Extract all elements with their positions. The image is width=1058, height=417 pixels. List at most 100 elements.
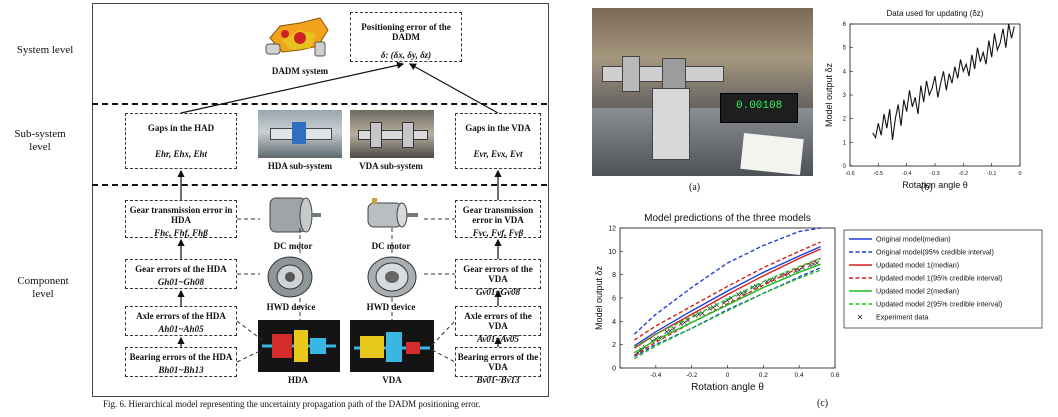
gaps-vda-box: Gaps in the VDA Evr, Evx, Evt bbox=[455, 113, 541, 169]
dc-motor-image-1 bbox=[269, 197, 321, 233]
photo-label: (a) bbox=[689, 182, 701, 193]
hda-subsystem-label: HDA sub-system bbox=[267, 161, 333, 171]
gear-tx-vda-box: Gear transmission error in VDA Fvc, Fvf,… bbox=[455, 200, 541, 238]
hwd-device-label-2: HWD device bbox=[366, 302, 416, 312]
figure-caption: Fig. 6. Hierarchical model representing … bbox=[103, 399, 481, 409]
chart-b-ytick-label: 4 bbox=[843, 69, 847, 75]
chart-c-ytick-label: 8 bbox=[612, 272, 616, 279]
chart-c-experiment-point bbox=[739, 291, 745, 296]
chart-c-series-line-4 bbox=[633, 241, 821, 341]
gear-hda-box: Gear errors of the HDA Gh01~Gh08 bbox=[125, 259, 237, 289]
chart-b-xtick-label: -0.3 bbox=[930, 171, 939, 177]
chart-c-experiment-point bbox=[743, 289, 748, 295]
dadm-system-image bbox=[265, 17, 329, 57]
chart-b-label: (b) bbox=[921, 182, 933, 193]
separator-subsystem bbox=[92, 184, 547, 186]
chart-c-legend-label: Updated model 2(95% credible interval) bbox=[876, 300, 1002, 309]
chart-c-xtick-label: 0.2 bbox=[759, 372, 768, 379]
chart-c-ytick-label: 2 bbox=[612, 342, 616, 349]
chart-c-experiment-point bbox=[678, 321, 684, 326]
gear-tx-vda-formula: Fvc, Fvf, Fvβ bbox=[472, 228, 524, 238]
vda-subsystem-photo bbox=[350, 110, 434, 158]
chart-c-plot-area bbox=[619, 227, 836, 369]
chart-c-experiment-point bbox=[793, 268, 798, 274]
chart-c-series-line-5 bbox=[633, 257, 821, 356]
chart-c-ytick-label: 10 bbox=[608, 249, 616, 256]
gear-tx-hda-box: Gear transmission error in HDA Fhc, Fhf,… bbox=[125, 200, 237, 238]
system-level-label: System level bbox=[16, 44, 74, 56]
gear-hda-title: Gear errors of the HDA bbox=[135, 264, 227, 274]
chart-c-ytick-label: 4 bbox=[612, 319, 616, 326]
chart-b-ylabel: Model output δz bbox=[824, 62, 834, 127]
bearing-hda-title: Bearing errors of the HDA bbox=[129, 352, 233, 362]
hwd-device-image-1 bbox=[267, 256, 313, 298]
chart-c-ytick-label: 0 bbox=[612, 366, 616, 373]
bearing-vda-formula: Bv01~Bv13 bbox=[476, 375, 520, 385]
chart-c-series-line-6 bbox=[633, 263, 821, 354]
chart-c-xtick-label: 0 bbox=[726, 372, 730, 379]
chart-c-legend-label: Updated model 2(median) bbox=[876, 287, 959, 296]
chart-b: Data used for updating (δz) -0.6 -0.5 -0.4 -… bbox=[824, 9, 1022, 190]
figure-frame bbox=[92, 3, 549, 397]
chart-c-legend bbox=[843, 229, 1043, 329]
chart-c-legend-label: Original model(95% credible interval) bbox=[876, 248, 994, 257]
dc-motor-label-1: DC motor bbox=[273, 241, 313, 251]
chart-c-series-line-8 bbox=[633, 269, 821, 360]
chart-b-ytick-label: 3 bbox=[843, 93, 847, 99]
gear-tx-vda-title: Gear transmission error in VDA bbox=[462, 205, 534, 225]
display-readout: 0.00108 bbox=[736, 100, 783, 112]
chart-c-legend-label: Updated model 1(median) bbox=[876, 261, 959, 270]
chart-c-legend-experiment-label: Experiment data bbox=[876, 313, 928, 322]
gear-tx-hda-title: Gear transmission error in HDA bbox=[129, 205, 233, 225]
chart-c-ytick-label: 6 bbox=[612, 296, 616, 303]
component-level-label: Component level bbox=[17, 275, 69, 300]
chart-c-legend-label: Updated model 1(95% credible interval) bbox=[876, 274, 1002, 283]
dc-motor-image-2 bbox=[367, 198, 418, 228]
gear-vda-title: Gear errors of the VDA bbox=[463, 264, 533, 284]
chart-c-title: Model predictions of the three models bbox=[644, 213, 811, 224]
chart-b-xtick-label: -0.5 bbox=[874, 171, 883, 177]
chart-c-experiment-point bbox=[671, 326, 676, 331]
chart-b-ytick-label: 0 bbox=[843, 164, 847, 170]
chart-c-series-line-3 bbox=[633, 248, 821, 349]
chart-b-xtick-label: -0.6 bbox=[845, 171, 854, 177]
chart-c-experiment-point bbox=[811, 261, 816, 267]
chart-c-series-line-0 bbox=[633, 246, 821, 347]
gaps-had-title: Gaps in the HAD bbox=[147, 123, 215, 133]
chart-b-xtick-label: -0.4 bbox=[902, 171, 911, 177]
gaps-had-box: Gaps in the HAD Ehr, Ehx, Eht bbox=[125, 113, 237, 169]
chart-b-xtick-label: -0.2 bbox=[959, 171, 968, 177]
axle-hda-title: Axle errors of the HDA bbox=[136, 311, 226, 321]
chart-b-title: Data used for updating (δz) bbox=[887, 9, 984, 18]
bearing-vda-title: Bearing errors of the VDA bbox=[457, 352, 539, 372]
chart-b-ytick-label: 5 bbox=[843, 46, 847, 52]
chart-c-series-line-2 bbox=[633, 267, 821, 357]
chart-c-series-line-1 bbox=[633, 227, 821, 335]
chart-c-ylabel: Model output δz bbox=[594, 265, 604, 330]
axle-hda-formula: Ah01~Ah05 bbox=[158, 324, 204, 334]
chart-b-ytick-label: 1 bbox=[843, 140, 847, 146]
vda-model-image bbox=[350, 320, 434, 372]
chart-c-xtick-label: -0.4 bbox=[650, 372, 662, 379]
chart-b-xtick-label: -0.1 bbox=[987, 171, 996, 177]
chart-c-series-line-7 bbox=[633, 257, 821, 348]
chart-b-series-line bbox=[872, 23, 1015, 141]
hwd-device-label-1: HWD device bbox=[266, 302, 316, 312]
chart-c-experiment-point bbox=[710, 305, 716, 310]
separator-system bbox=[92, 103, 547, 105]
chart-c-xtick-label: 0.6 bbox=[830, 372, 839, 379]
experiment-photo: 0.00108 bbox=[592, 8, 813, 176]
gear-hda-formula: Gh01~Gh08 bbox=[157, 277, 205, 287]
bearing-vda-box: Bearing errors of the VDA Bv01~Bv13 bbox=[455, 347, 541, 385]
chart-b-xlabel: Rotation angle θ bbox=[902, 180, 968, 190]
positioning-error-title: Positioning error of the DADM bbox=[361, 22, 451, 42]
hda-model-label: HDA bbox=[288, 375, 308, 385]
positioning-error-box: Positioning error of the DADM δ: (δx, δy… bbox=[350, 12, 462, 62]
chart-b-plot-area bbox=[849, 23, 1021, 167]
chart-c-experiment-point bbox=[664, 329, 669, 335]
chart-b-ytick-label: 6 bbox=[843, 22, 847, 28]
gaps-vda-title: Gaps in the VDA bbox=[465, 123, 531, 133]
bearing-hda-formula: Bh01~Bh13 bbox=[158, 365, 204, 375]
chart-c-xlabel: Rotation angle θ bbox=[691, 382, 764, 393]
hda-model-image bbox=[258, 320, 340, 372]
